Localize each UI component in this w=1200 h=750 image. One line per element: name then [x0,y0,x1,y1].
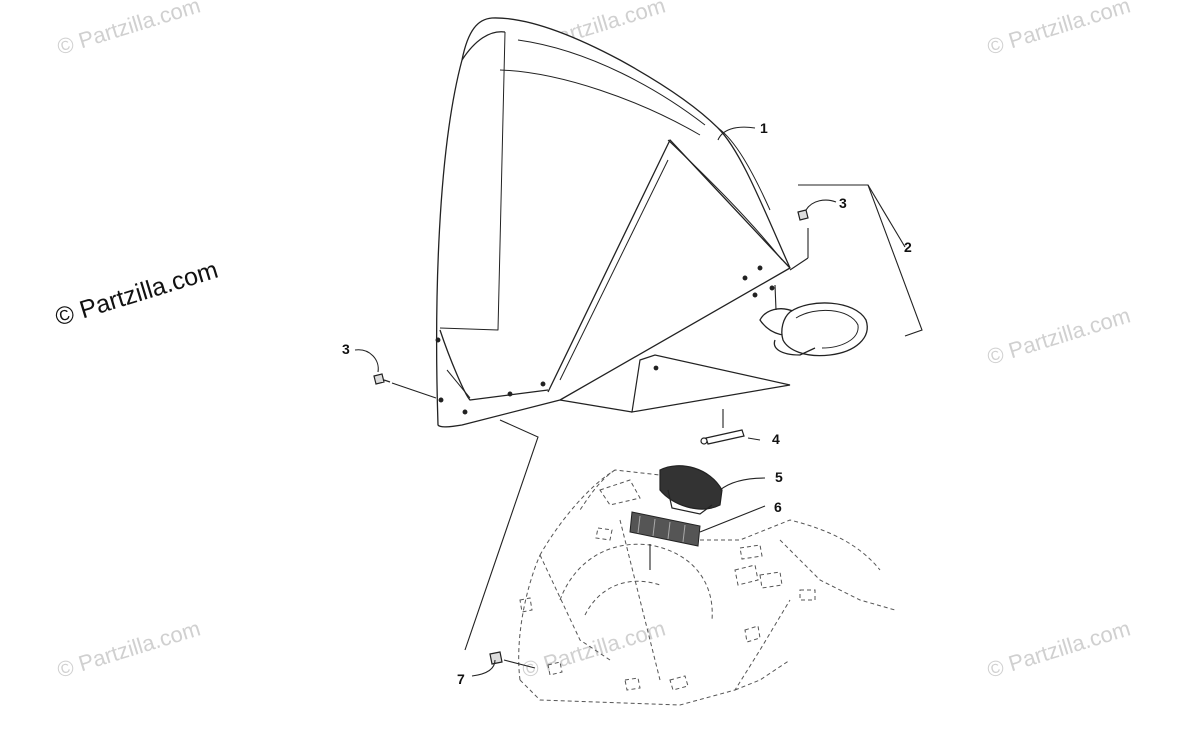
callout-4: 4 [772,431,780,447]
watermark-faint-7: © Partzilla.com [519,616,668,683]
callout-7: 7 [457,671,465,687]
pin-part-4 [700,429,745,445]
windshield-part [435,17,791,428]
watermark-faint-8: © Partzilla.com [984,616,1133,683]
callout-6: 6 [774,499,782,515]
grille-part-6 [629,511,701,547]
callout-2: 2 [904,239,912,255]
watermark-faint-3: © Partzilla.com [984,0,1133,60]
callout-3-left: 3 [342,341,350,357]
watermark-faint-6: © Partzilla.com [54,616,203,683]
mirror-part [759,302,868,357]
screw-part-3-left [373,373,391,385]
leader-lines [354,126,923,677]
watermark-faint-5: © Partzilla.com [984,303,1133,370]
callout-5: 5 [775,469,783,485]
callout-3-right: 3 [839,195,847,211]
screw-part-3-right [797,209,809,221]
screw-part-7 [489,651,503,665]
watermark-faint-1: © Partzilla.com [54,0,203,60]
cap-part-5 [659,465,723,515]
callout-1: 1 [760,120,768,136]
deflector-panel [559,354,791,413]
hood-body-outline [518,469,896,706]
